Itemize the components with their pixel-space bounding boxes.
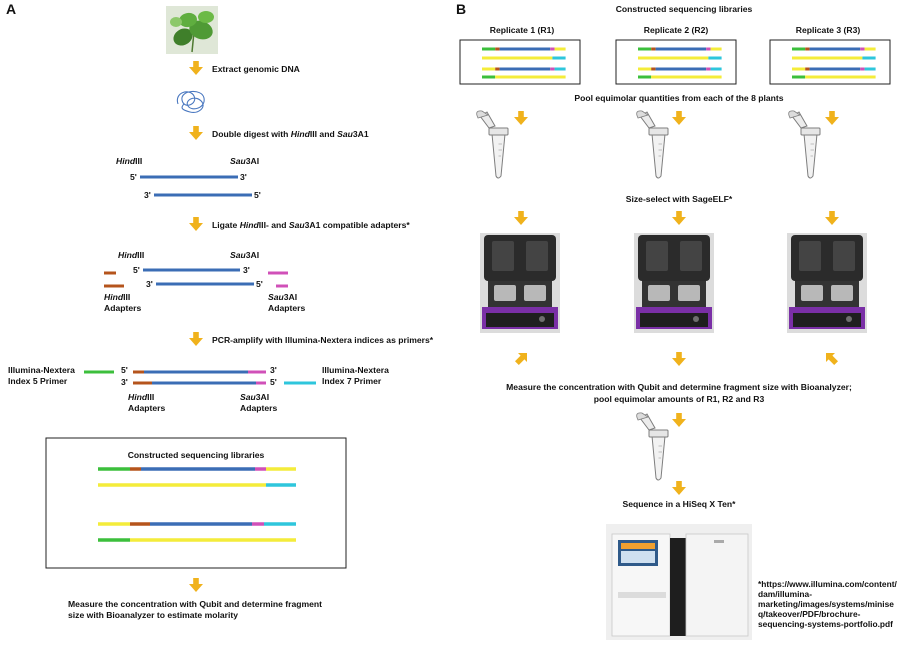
five-prime: 5' (133, 265, 140, 275)
five-prime: 5' (256, 279, 263, 289)
arrow-down-icon (189, 61, 203, 75)
sageelf-instrument-icon (787, 233, 867, 333)
step-size-select: Size-select with SageELF* (626, 194, 733, 204)
step-digest: Double digest with HindIII and Sau3A1 (212, 129, 369, 139)
tube-icon (636, 412, 669, 481)
step-measure-line2: pool equimolar amounts of R1, R2 and R3 (594, 394, 765, 404)
sau-label: Sau3AI (230, 250, 259, 260)
replicate-3-label: Replicate 3 (R3) (796, 25, 861, 35)
sau-adapters-label: Sau3AI (268, 292, 297, 302)
adapters-word: Adapters (128, 403, 165, 413)
step-extract: Extract genomic DNA (212, 64, 300, 74)
replicate-box (769, 39, 891, 85)
panel-b-label: B (456, 1, 466, 17)
hind-adapters-label: HindIII (128, 392, 154, 402)
svg-text:dam/illumina-: dam/illumina- (758, 589, 812, 599)
primer5-line2: Index 5 Primer (8, 376, 68, 386)
arrow-down-icon (514, 211, 528, 225)
svg-text:*https://www.illumina.com/cont: *https://www.illumina.com/content/ (758, 579, 897, 589)
arrow-down-icon (189, 126, 203, 140)
primer7-line2: Index 7 Primer (322, 376, 382, 386)
arrow-down-icon (672, 111, 686, 125)
three-prime: 3' (146, 279, 153, 289)
three-prime: 3' (121, 377, 128, 387)
primer7-line1: Illumina-Nextera (322, 365, 389, 375)
footnote: *https://www.illumina.com/content/ dam/i… (758, 579, 897, 629)
sau-adapters-label: Sau3AI (240, 392, 269, 402)
arrow-down-icon (672, 352, 686, 366)
hind-adapters-label: HindIII (104, 292, 130, 302)
three-prime: 3' (240, 172, 247, 182)
primer5-line1: Illumina-Nextera (8, 365, 75, 375)
three-prime: 3' (270, 365, 277, 375)
svg-text:q/takeover/PDF/brochure-: q/takeover/PDF/brochure- (758, 609, 861, 619)
step-sequence: Sequence in a HiSeq X Ten* (622, 499, 736, 509)
five-prime: 5' (270, 377, 277, 387)
adapters-word: Adapters (240, 403, 277, 413)
three-prime: 3' (243, 265, 250, 275)
five-prime: 5' (130, 172, 137, 182)
arrow-down-icon (189, 332, 203, 346)
tube-icon (788, 110, 821, 179)
final-step-line2: size with Bioanalyzer to estimate molari… (68, 610, 238, 620)
hind-label: HindIII (118, 250, 144, 260)
arrow-down-icon (672, 481, 686, 495)
sageelf-instrument-icon (634, 233, 714, 333)
arrow-down-icon (189, 217, 203, 231)
five-prime: 5' (121, 365, 128, 375)
arrow-down-icon (514, 111, 528, 125)
arrow-diagonal-icon (826, 353, 838, 365)
arrow-diagonal-icon (515, 353, 527, 365)
arrow-down-icon (825, 211, 839, 225)
replicate-boxes (459, 39, 891, 85)
panel-a-label: A (6, 1, 16, 17)
replicate-1-label: Replicate 1 (R1) (490, 25, 555, 35)
step-ligate: Ligate HindIII- and Sau3A1 compatible ad… (212, 220, 410, 230)
arrow-down-icon (672, 211, 686, 225)
replicate-box (459, 39, 581, 85)
arrow-down-icon (672, 413, 686, 427)
hind-label: HindIII (116, 156, 142, 166)
svg-text:sequencing-systems-portfolio.p: sequencing-systems-portfolio.pdf (758, 619, 893, 629)
panel-b-title: Constructed sequencing libraries (616, 4, 753, 14)
step-measure-line1: Measure the concentration with Qubit and… (506, 382, 852, 392)
hiseq-instrument-icon (606, 524, 752, 640)
step-pcr: PCR-amplify with Illumina-Nextera indice… (212, 335, 434, 345)
sageelf-instrument-icon (480, 233, 560, 333)
tube-icon (636, 110, 669, 179)
step-pool: Pool equimolar quantities from each of t… (574, 93, 783, 103)
final-step-line1: Measure the concentration with Qubit and… (68, 599, 322, 609)
sau-label: Sau3AI (230, 156, 259, 166)
adapters-word: Adapters (268, 303, 305, 313)
arrow-down-icon (189, 578, 203, 592)
svg-text:marketing/images/systems/minis: marketing/images/systems/minise (758, 599, 894, 609)
three-prime: 3' (144, 190, 151, 200)
libraries-box-title: Constructed sequencing libraries (128, 450, 265, 460)
adapters-word: Adapters (104, 303, 141, 313)
arrow-down-icon (825, 111, 839, 125)
libraries-box (45, 437, 347, 569)
replicate-2-label: Replicate 2 (R2) (644, 25, 709, 35)
dna-tangle-icon (176, 90, 205, 113)
tube-icon (476, 110, 509, 179)
five-prime: 5' (254, 190, 261, 200)
leaf-photo (166, 6, 218, 54)
replicate-box (615, 39, 737, 85)
library-reads (98, 467, 296, 542)
